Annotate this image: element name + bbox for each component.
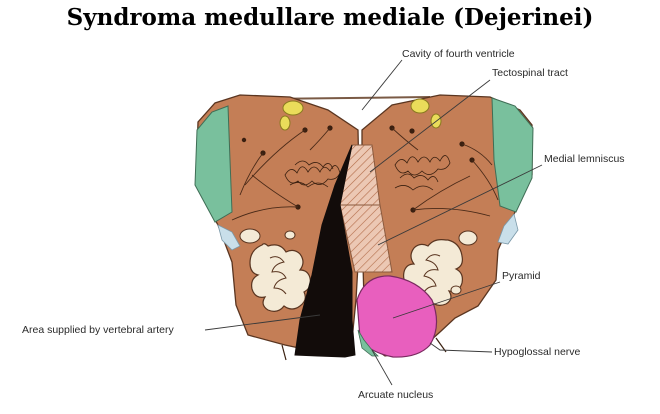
- yellow-nucleus-left-1: [283, 101, 303, 115]
- label-cavity-fourth-ventricle: Cavity of fourth ventricle: [402, 48, 515, 60]
- label-tectospinal-tract: Tectospinal tract: [492, 67, 568, 79]
- leader-cavity: [362, 60, 402, 110]
- label-hypoglossal-nerve: Hypoglossal nerve: [494, 346, 581, 358]
- yellow-nucleus-right-1: [411, 99, 429, 113]
- label-pyramid: Pyramid: [502, 270, 541, 282]
- label-medial-lemniscus: Medial lemniscus: [544, 153, 625, 165]
- leader-hypoglossal: [430, 343, 492, 352]
- label-arcuate-nucleus: Arcuate nucleus: [358, 389, 433, 401]
- label-area-vertebral-artery: Area supplied by vertebral artery: [22, 324, 174, 336]
- yellow-nucleus-left-2: [280, 116, 290, 130]
- green-cap-right: [492, 98, 533, 212]
